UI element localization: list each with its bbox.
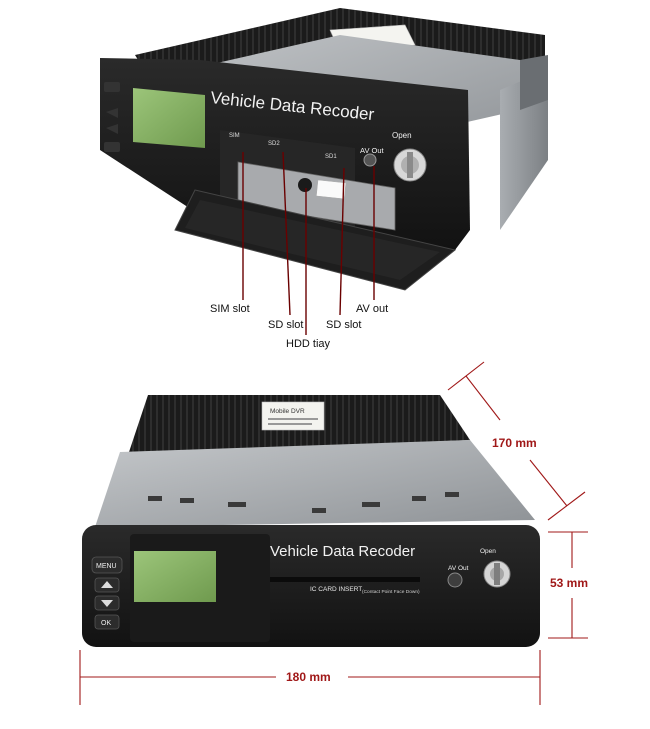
callout-sd-slot-right: SD slot bbox=[326, 319, 361, 331]
open-label: Open bbox=[480, 548, 496, 555]
arrow-down-icon bbox=[101, 600, 113, 607]
ok-button[interactable]: OK bbox=[94, 614, 120, 630]
av-out-label-top: AV Out bbox=[360, 146, 385, 155]
sticker-text: Mobile DVR bbox=[270, 408, 305, 415]
lcd-screen-front bbox=[134, 551, 216, 602]
faceplate-title: Vehicle Data Recoder bbox=[270, 543, 415, 560]
qc-sticker bbox=[316, 179, 347, 200]
depth-line-upper bbox=[465, 375, 501, 421]
sd2-mark: SD2 bbox=[268, 141, 280, 147]
chassis-side bbox=[500, 70, 548, 230]
ic-card-slot[interactable] bbox=[270, 577, 420, 582]
menu-button[interactable]: MENU bbox=[91, 556, 123, 574]
top-sticker-front: Mobile DVR bbox=[261, 401, 325, 431]
down-button-top[interactable] bbox=[106, 124, 118, 134]
down-button[interactable] bbox=[94, 595, 120, 611]
arrow-up-icon bbox=[101, 581, 113, 588]
av-port[interactable] bbox=[447, 572, 463, 588]
ic-card-label: IC CARD INSERT bbox=[310, 586, 362, 593]
menu-button-top[interactable] bbox=[104, 82, 120, 92]
depth-line-lower bbox=[529, 459, 568, 507]
callout-sim-slot: SIM slot bbox=[210, 303, 250, 315]
ic-card-hint: (Contact Point Face Down) bbox=[362, 589, 420, 595]
device-front-view: Mobile DVR MENU bbox=[82, 395, 540, 647]
ok-button-label: OK bbox=[101, 620, 111, 627]
key-lock-icon[interactable] bbox=[483, 560, 511, 588]
sim-mark: SIM bbox=[229, 133, 240, 139]
av-out-label: AV Out bbox=[448, 565, 469, 572]
hdd-tray-hole bbox=[298, 178, 312, 192]
device-top-view: Vehicle Data Recoder Open AV Out SIM SD2… bbox=[100, 8, 548, 350]
callout-sd-slot-left: SD slot bbox=[268, 319, 303, 331]
ok-button-top[interactable] bbox=[104, 142, 120, 152]
open-label-top: Open bbox=[392, 131, 412, 140]
cover-cutouts-front bbox=[148, 492, 459, 513]
sd1-mark: SD1 bbox=[325, 154, 337, 160]
menu-button-label: MENU bbox=[96, 563, 117, 570]
callout-av-out: AV out bbox=[356, 303, 388, 315]
width-dimension: 180 mm bbox=[286, 670, 331, 684]
callout-hdd-tray: HDD tiay bbox=[286, 338, 331, 350]
lcd-screen bbox=[133, 88, 205, 148]
dimension-annotations: 170 mm 53 mm 180 mm bbox=[79, 361, 588, 705]
key-lock-icon-top[interactable] bbox=[393, 148, 427, 182]
depth-dimension: 170 mm bbox=[492, 436, 537, 450]
pointer-sd1 bbox=[339, 167, 345, 316]
av-port-top[interactable] bbox=[363, 153, 377, 167]
up-button[interactable] bbox=[94, 577, 120, 593]
up-button-top[interactable] bbox=[106, 108, 118, 118]
metal-cover-front bbox=[95, 440, 535, 527]
height-dimension: 53 mm bbox=[550, 576, 588, 590]
pointer-sd2 bbox=[282, 151, 291, 316]
